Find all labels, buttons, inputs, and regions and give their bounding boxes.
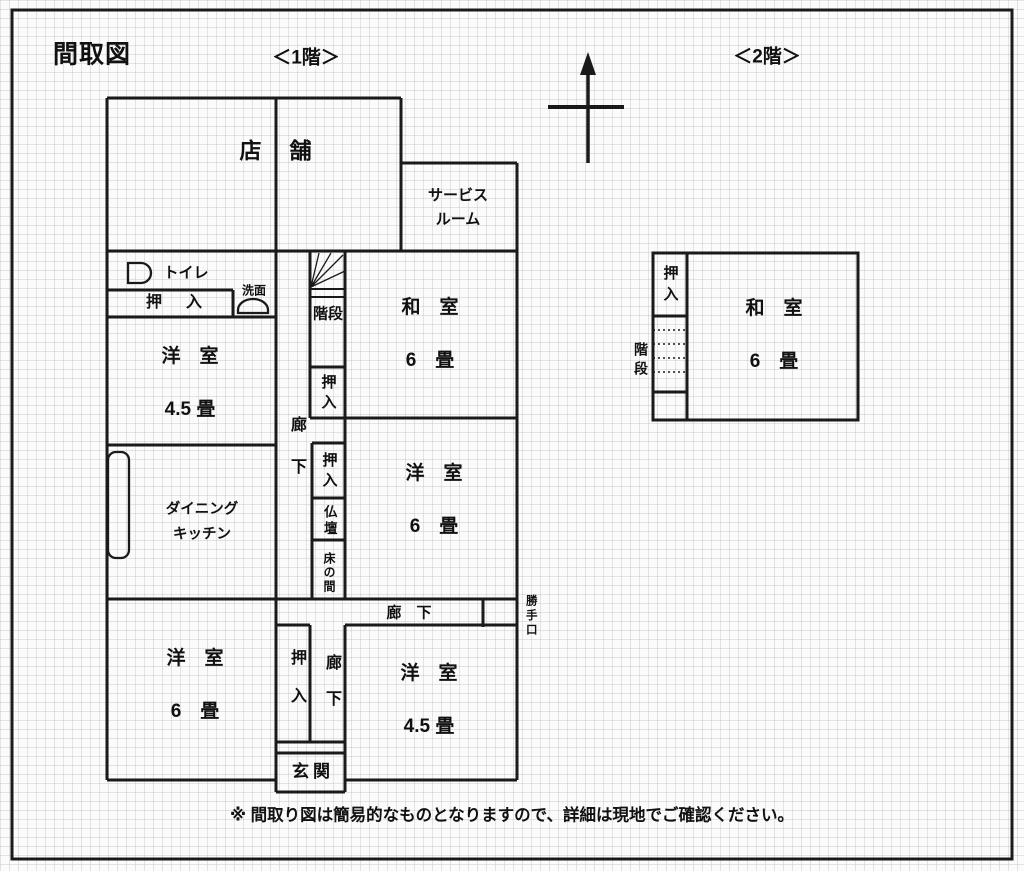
disclaimer-caption: ※ 間取り図は簡易的なものとなりますので、詳細は現地でご確認ください。 <box>230 806 794 825</box>
room-name: 洋 室 <box>161 346 219 368</box>
page-border <box>10 8 1014 861</box>
room-label-closet-middle: 押入 <box>320 452 338 492</box>
room-name: 洋 室 <box>405 463 463 485</box>
north-arrow-icon <box>548 52 624 163</box>
floor2-walls <box>651 251 860 422</box>
room-label-closet-upper: 押 入 <box>145 293 207 311</box>
room-size: 6 畳 <box>409 516 459 538</box>
room-size: 6 畳 <box>749 351 799 373</box>
floor1-stair-landing-lines <box>310 288 345 298</box>
room-name: 洋 室 <box>400 663 458 685</box>
room-label-toilet: トイレ <box>163 264 209 282</box>
sink-icon <box>236 297 270 315</box>
room-label-closet-lower: 押入 <box>288 649 305 725</box>
room-label-closet-2f: 押入 <box>661 265 679 307</box>
room-name: 洋 室 <box>166 648 224 670</box>
room-label-closet-stairs: 押入 <box>319 374 337 414</box>
floor1-heading: ＜1階＞ <box>272 47 340 69</box>
room-label-japanese-6-2f: 和 室 6 畳 <box>745 296 802 376</box>
room-label-western-6-middle: 洋 室 6 畳 <box>405 461 462 541</box>
room-label-stairs-1f: 階段 <box>312 305 344 323</box>
floor1-walls <box>105 96 519 794</box>
winder-stairs-icon <box>310 252 346 288</box>
room-label-tokonoma: 床の間 <box>322 552 336 594</box>
room-label-stairs-2f: 階段 <box>633 342 649 380</box>
room-label-back-door: 勝手口 <box>524 594 537 638</box>
room-name: 和 室 <box>745 298 803 320</box>
room-label-shop: 店 舗 <box>239 138 315 164</box>
room-label-corridor-lower: 廊下 <box>323 654 340 726</box>
room-label-japanese-6-1f: 和 室 6 畳 <box>401 295 458 375</box>
room-label-western-4_5-lower: 洋 室 4.5 畳 <box>400 661 457 741</box>
room-label-western-6-left: 洋 室 6 畳 <box>166 646 223 726</box>
room-label-butsudan: 仏壇 <box>321 504 337 538</box>
room-size: 4.5 畳 <box>164 399 216 421</box>
room-label-corridor-vertical: 廊下 <box>288 416 305 500</box>
room-label-corridor-horizontal: 廊 下 <box>386 604 432 622</box>
room-name: 和 室 <box>401 297 459 319</box>
floor2-heading: ＜2階＞ <box>733 46 801 68</box>
toilet-icon <box>126 261 153 285</box>
room-label-dining-kitchen: ダイニング キッチン <box>165 501 239 543</box>
stair-treads-icon <box>653 329 687 373</box>
room-label-service-room: サービス ルーム <box>427 187 489 228</box>
room-size: 6 畳 <box>405 350 455 372</box>
door-panel-icon <box>106 450 131 560</box>
room-size: 6 畳 <box>170 701 220 723</box>
room-label-western-4_5-upper: 洋 室 4.5 畳 <box>161 344 218 424</box>
page-title: 間取図 <box>52 40 132 69</box>
room-size: 4.5 畳 <box>403 716 455 738</box>
room-label-washbasin: 洗面 <box>241 283 267 298</box>
room-label-entrance: 玄関 <box>292 762 334 782</box>
